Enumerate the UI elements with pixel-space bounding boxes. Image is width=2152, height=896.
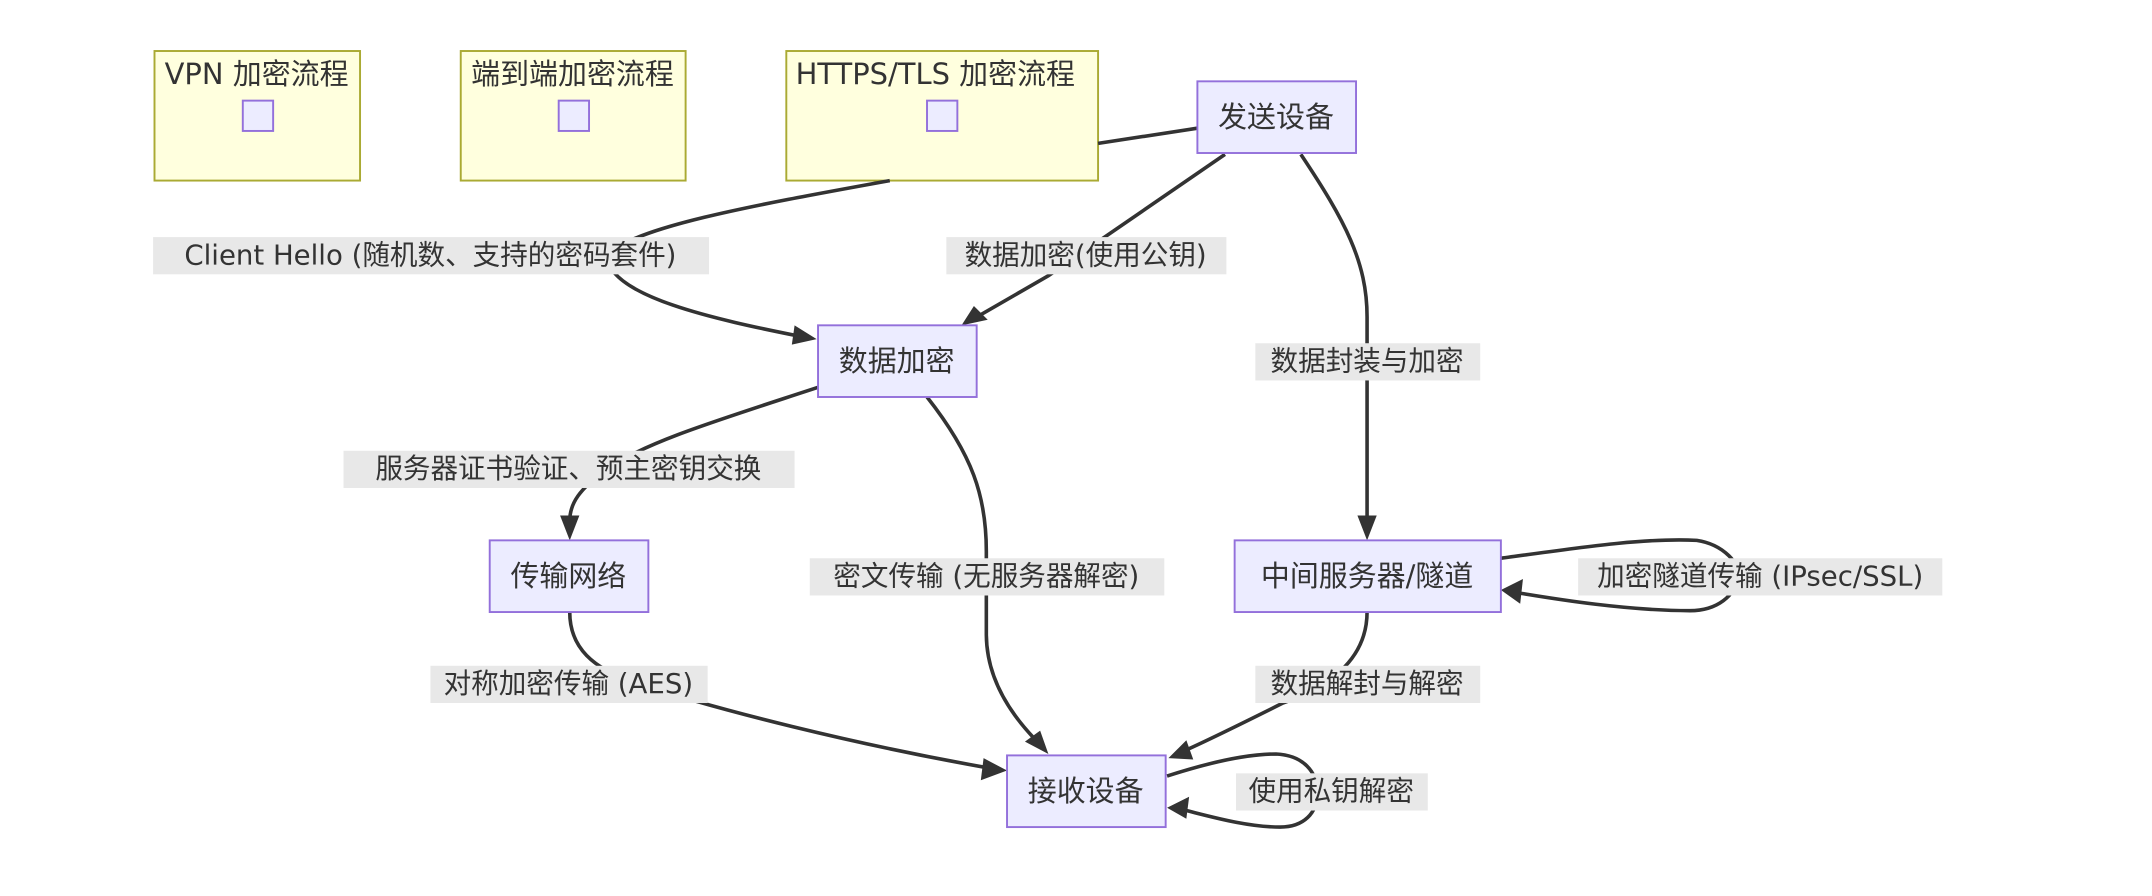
edge-label: 加密隧道传输 (IPsec/SSL) (1578, 558, 1943, 596)
edge-label-text: 使用私钥解密 (1248, 775, 1413, 808)
edge-sender-middle (1299, 153, 1369, 522)
node-encrypt[interactable]: 数据加密 (817, 324, 978, 398)
empty-node (241, 99, 275, 132)
node-label: 中间服务器/隧道 (1261, 559, 1473, 593)
edge-label: 数据解封与解密 (1255, 665, 1481, 704)
arrowhead (1500, 578, 1523, 604)
edge-label: 对称加密传输 (AES) (430, 665, 708, 704)
arrowhead (1167, 796, 1190, 819)
node-middle[interactable]: 中间服务器/隧道 (1233, 539, 1502, 614)
arrowhead (1168, 740, 1194, 760)
edge-label: 密文传输 (无服务器解密) (809, 558, 1165, 596)
edge-encrypt-receiver (925, 395, 1036, 741)
edge-label: Client Hello (随机数、支持的密码套件) (153, 237, 710, 275)
edge-label-text: 数据加密(使用公钥) (965, 239, 1207, 272)
edge-sender-encrypt-public (975, 152, 1227, 319)
node-sender[interactable]: 发送设备 (1196, 80, 1358, 154)
node-label: 传输网络 (510, 559, 626, 593)
cluster-e2e: 端到端加密流程 (459, 50, 687, 182)
empty-node (926, 99, 959, 132)
node-label: 发送设备 (1218, 100, 1334, 134)
edge-label-text: 服务器证书验证、预主密钥交换 (375, 452, 761, 485)
node-network[interactable]: 传输网络 (488, 539, 650, 614)
cluster-https: HTTPS/TLS 加密流程 (785, 50, 1100, 182)
cluster-title: VPN 加密流程 (165, 57, 349, 91)
node-label: 数据加密 (839, 344, 955, 378)
edge-label: 服务器证书验证、预主密钥交换 (343, 450, 795, 488)
edge-label-text: Client Hello (随机数、支持的密码套件) (184, 239, 676, 272)
arrowhead (791, 325, 817, 345)
arrowhead (1357, 515, 1377, 541)
edge-label: 数据加密(使用公钥) (946, 237, 1227, 275)
arrowhead (961, 306, 988, 326)
cluster-vpn: VPN 加密流程 (153, 50, 362, 182)
cluster-title: HTTPS/TLS 加密流程 (796, 57, 1075, 91)
edge-label-text: 加密隧道传输 (IPsec/SSL) (1597, 560, 1923, 593)
edge-label-text: 对称加密传输 (AES) (444, 667, 694, 700)
cluster-title: 端到端加密流程 (471, 57, 674, 91)
edge-label-text: 密文传输 (无服务器解密) (833, 560, 1139, 593)
node-label: 接收设备 (1028, 774, 1144, 808)
edge-label-text: 数据解封与解密 (1271, 667, 1464, 700)
node-receiver[interactable]: 接收设备 (1006, 754, 1167, 829)
edge-label-text: 数据封装与加密 (1271, 345, 1464, 378)
arrowhead (1024, 730, 1049, 755)
edge-label: 使用私钥解密 (1236, 773, 1428, 811)
edge-label: 数据封装与加密 (1255, 343, 1481, 381)
edge-labels: Client Hello (随机数、支持的密码套件) 数据加密(使用公钥) 数据… (153, 237, 1943, 811)
arrowhead (560, 515, 580, 541)
arrowhead (980, 758, 1008, 781)
empty-node (557, 99, 591, 132)
